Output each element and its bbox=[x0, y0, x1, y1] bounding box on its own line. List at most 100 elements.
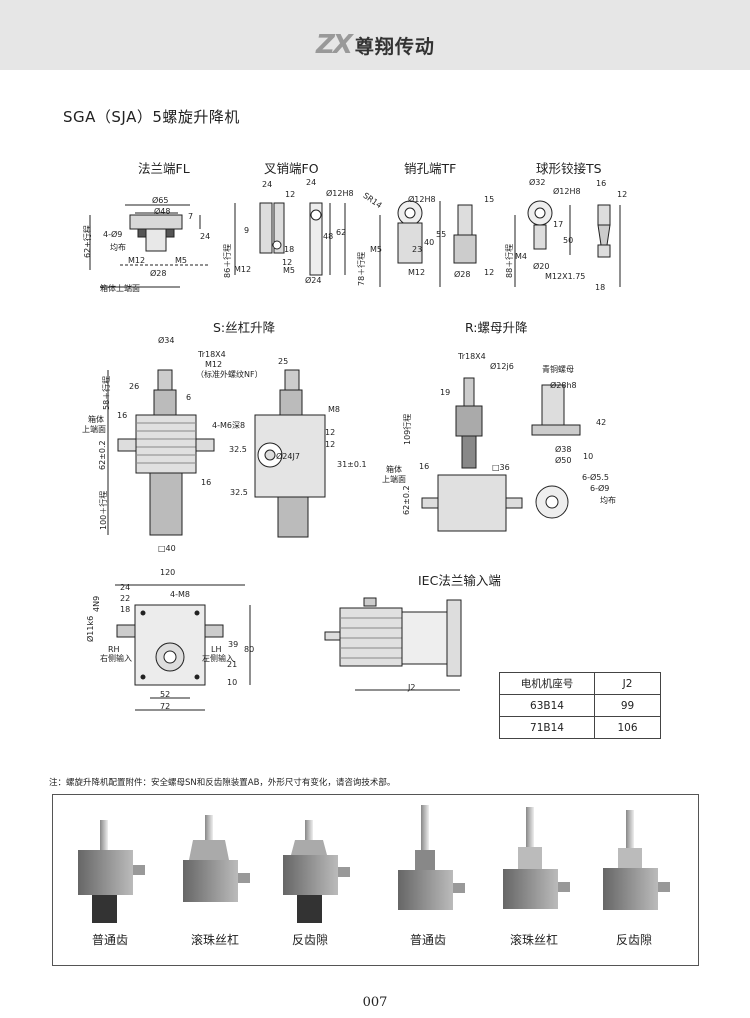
r-d38: Ø38 bbox=[555, 445, 572, 454]
ts-n12: 12 bbox=[617, 190, 628, 199]
bv-n120: 120 bbox=[160, 568, 176, 577]
ts-m4: M4 bbox=[515, 252, 527, 261]
tf-m5: M5 bbox=[370, 245, 382, 254]
fo-d24: Ø24 bbox=[305, 276, 322, 285]
label-fl: 法兰端FL bbox=[138, 161, 190, 176]
product-photo-images bbox=[78, 805, 670, 923]
ts-n17: 17 bbox=[553, 220, 564, 229]
accessory-note: 注：螺旋升降机配置附件：安全螺母SN和反齿隙装置AB，外形尺寸有变化，请咨询技术… bbox=[49, 778, 396, 788]
s-housing-b: 上端面 bbox=[82, 425, 106, 434]
ts-d20: Ø20 bbox=[533, 262, 550, 271]
tf-n12: 12 bbox=[484, 268, 495, 277]
ts-d32: Ø32 bbox=[529, 178, 546, 187]
tf-d28: Ø28 bbox=[454, 270, 471, 279]
fo-n12b: 12 bbox=[282, 258, 293, 267]
table-cell: 63B14 bbox=[499, 694, 595, 717]
s-lift-drawing bbox=[107, 369, 326, 538]
table-row: 63B14 99 bbox=[499, 694, 661, 717]
fl-stroke: 62+行程 bbox=[83, 225, 92, 258]
tf-d12h8: Ø12H8 bbox=[408, 195, 436, 204]
fl-m5: M5 bbox=[175, 256, 187, 265]
r-lift-drawing bbox=[421, 377, 581, 532]
brand-logo: ZX 尊翔传动 bbox=[316, 30, 435, 60]
ts-n50: 50 bbox=[563, 236, 574, 245]
table-header-j2: J2 bbox=[594, 672, 661, 695]
s-sq40: □40 bbox=[158, 544, 176, 553]
r-housing-b: 上端面 bbox=[382, 475, 406, 484]
page-number: 007 bbox=[362, 995, 388, 1010]
bv-rh: RH bbox=[108, 645, 120, 654]
s-n32: 32.5 bbox=[229, 445, 247, 454]
fl-d48: Ø48 bbox=[154, 207, 171, 216]
r-sq36: □36 bbox=[492, 463, 510, 472]
r-tr: Tr18X4 bbox=[458, 352, 486, 361]
photo-caption-4: 普通齿 bbox=[409, 933, 446, 947]
s-n31: 31±0.1 bbox=[337, 460, 367, 469]
r-bronze: 青铜螺母 bbox=[542, 365, 574, 374]
s-n26: 26 bbox=[129, 382, 140, 391]
fo-n24a: 24 bbox=[262, 180, 273, 189]
bv-n21: 21 bbox=[227, 660, 238, 669]
bv-n4n9: 4N9 bbox=[92, 595, 101, 612]
bv-rh-text: 右侧输入 bbox=[100, 654, 132, 663]
fo-m5: M5 bbox=[283, 266, 295, 275]
r-n19: 19 bbox=[440, 388, 451, 397]
ts-m12: M12X1.75 bbox=[545, 272, 586, 281]
r-holes-a: 6-Ø5.5 bbox=[582, 473, 609, 482]
photo-caption-5: 滚珠丝杠 bbox=[509, 933, 558, 947]
s-n58: 58＋行程 bbox=[102, 375, 111, 410]
fo-n62: 62 bbox=[336, 228, 347, 237]
bv-d11: Ø11k6 bbox=[86, 615, 95, 642]
fo-n24b: 24 bbox=[306, 178, 317, 187]
s-m12: M12 bbox=[205, 360, 223, 369]
fl-m12: M12 bbox=[128, 256, 146, 265]
fo-n9: 9 bbox=[244, 226, 250, 235]
fo-n48: 48 bbox=[323, 232, 334, 241]
r-d28: Ø28h8 bbox=[550, 381, 577, 390]
s-n32b: 32.5 bbox=[230, 488, 248, 497]
bv-n80: 80 bbox=[244, 645, 255, 654]
tf-n55: 55 bbox=[436, 230, 447, 239]
tf-n23: 23 bbox=[412, 245, 423, 254]
tf-drawing bbox=[379, 200, 477, 287]
bv-n72: 72 bbox=[160, 702, 171, 711]
r-housing-a: 箱体 bbox=[386, 465, 402, 474]
fl-holes: 4-Ø9 bbox=[103, 230, 123, 239]
bv-lh: LH bbox=[211, 645, 222, 654]
ts-n16: 16 bbox=[596, 179, 607, 188]
s-m8: M8 bbox=[328, 405, 340, 414]
r-n62: 62±0.2 bbox=[402, 485, 411, 515]
bv-n24: 24 bbox=[120, 583, 131, 592]
s-d34: Ø34 bbox=[158, 336, 175, 345]
ts-d12h8: Ø12H8 bbox=[553, 187, 581, 196]
iec-drawing bbox=[324, 597, 462, 691]
s-tr: Tr18X4 bbox=[198, 350, 226, 359]
s-n62: 62±0.2 bbox=[98, 440, 107, 470]
fl-d65: Ø65 bbox=[152, 196, 169, 205]
fo-d12h8: Ø12H8 bbox=[326, 189, 354, 198]
tf-m12: M12 bbox=[408, 268, 426, 277]
fo-n18: 18 bbox=[284, 245, 295, 254]
table-header-frame: 电机机座号 bbox=[499, 672, 595, 695]
label-tf: 销孔端TF bbox=[404, 161, 457, 176]
fo-stroke: 86＋行程 bbox=[223, 243, 232, 278]
s-n16b: 16 bbox=[201, 478, 212, 487]
bv-n10: 10 bbox=[227, 678, 238, 687]
label-r-lift: R:螺母升降 bbox=[465, 320, 528, 335]
fo-drawing bbox=[234, 202, 346, 276]
s-n25: 25 bbox=[278, 357, 289, 366]
s-n12b: 12 bbox=[325, 440, 336, 449]
logo-mark: ZX bbox=[316, 30, 353, 60]
label-ts: 球形铰接TS bbox=[536, 161, 602, 176]
r-n10: 10 bbox=[583, 452, 594, 461]
photo-caption-3: 反齿隙 bbox=[291, 933, 328, 947]
r-d50: Ø50 bbox=[555, 456, 572, 465]
r-even: 均布 bbox=[600, 496, 616, 505]
bv-n22: 22 bbox=[120, 594, 131, 603]
fl-drawing bbox=[89, 204, 210, 288]
bottom-view-drawing bbox=[115, 584, 251, 711]
label-fo: 叉销端FO bbox=[264, 161, 319, 176]
table-cell: 106 bbox=[594, 716, 661, 739]
fo-n12a: 12 bbox=[285, 190, 296, 199]
page-header: ZX 尊翔传动 bbox=[0, 0, 750, 70]
